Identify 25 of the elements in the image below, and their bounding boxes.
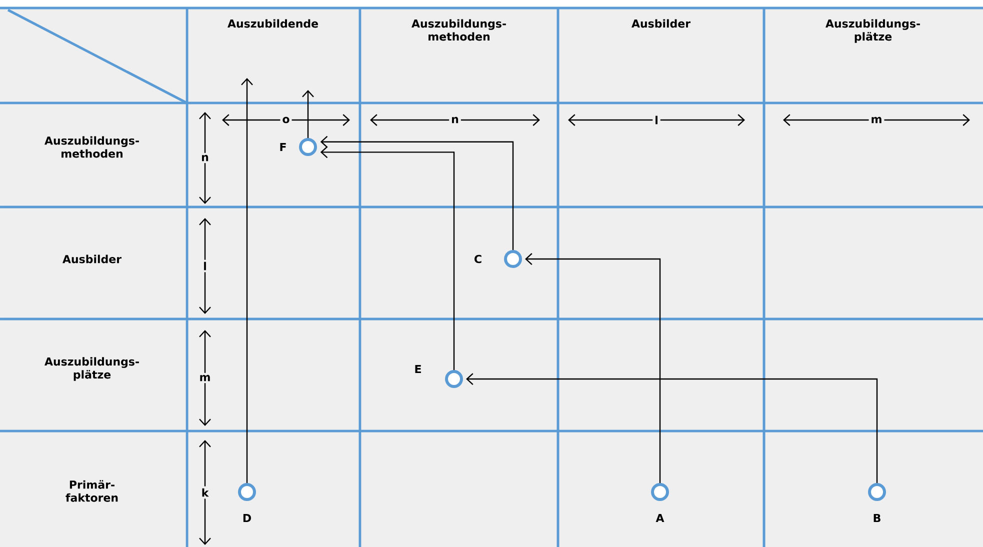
header-text: Ausbilder (62, 254, 122, 264)
marker-letter: A (656, 514, 664, 522)
dimension-label: n (449, 114, 461, 126)
arrow (320, 146, 455, 370)
header-text: Auszubildungs-methoden (412, 19, 506, 41)
marker-letter: F (280, 143, 286, 152)
header-text: Primär-faktoren (66, 480, 118, 502)
dimension-label: l (652, 114, 660, 126)
marker-letter: D (243, 514, 251, 522)
header-text: Auszubildungs-plätze (44, 357, 139, 381)
arrow (241, 78, 253, 483)
marker-letter: C (474, 254, 482, 264)
arrow (525, 253, 661, 483)
dimension-label: o (280, 114, 292, 126)
header-text: Ausbilder (632, 19, 691, 28)
header-text: Auszubildende (228, 19, 318, 28)
arrow (320, 136, 514, 250)
arrow (466, 373, 878, 483)
marker-letter: E (415, 365, 421, 374)
dimension-label: n (199, 152, 211, 164)
dimension-label: l (201, 260, 209, 272)
marker-letter: B (874, 514, 880, 522)
arrow (302, 90, 314, 138)
header-text: Auszubildungs-plätze (826, 19, 920, 43)
header-text: Auszubildungs-methoden (44, 136, 139, 158)
